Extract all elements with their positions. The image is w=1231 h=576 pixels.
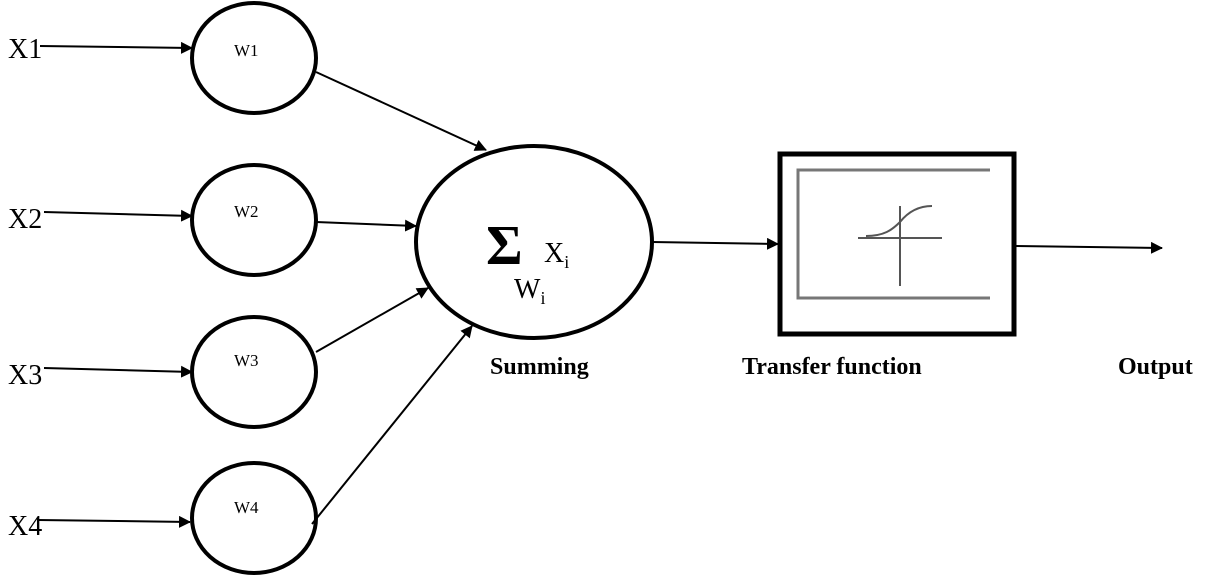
summing-x-term: Xi <box>544 238 569 272</box>
weight-node-w3 <box>190 315 318 429</box>
input-label-x4: X4 <box>8 511 42 542</box>
weight-arrow-w3 <box>315 287 429 353</box>
output-label: Output <box>1118 354 1193 380</box>
weight-arrow-w4 <box>311 325 473 525</box>
weight-label-w3: W3 <box>234 351 259 370</box>
summing-node <box>414 144 654 340</box>
weight-node-w2 <box>190 163 318 277</box>
input-label-x2: X2 <box>8 204 42 235</box>
transfer-function-graph-icon <box>858 205 942 286</box>
sigma-symbol: Σ <box>486 215 523 277</box>
input-label-x3: X3 <box>8 360 42 391</box>
summing-w-term: Wi <box>514 274 545 308</box>
transfer-function-box <box>777 151 1017 337</box>
output-arrow <box>1013 241 1163 254</box>
weight-label-w2: W2 <box>234 202 259 221</box>
weight-node-w4 <box>190 461 318 575</box>
weight-label-w4: W4 <box>234 498 259 517</box>
weight-node-w1 <box>190 1 318 115</box>
input-arrow-x1 <box>39 41 193 54</box>
input-arrow-x2 <box>43 209 193 222</box>
transfer-function-label: Transfer function <box>742 354 922 380</box>
summing-label: Summing <box>490 354 589 380</box>
summing-to-transfer-arrow <box>651 237 779 250</box>
input-arrow-x4 <box>37 515 191 528</box>
input-arrow-x3 <box>43 365 193 378</box>
transfer-inner-frame <box>796 168 990 300</box>
weight-arrow-w2 <box>315 219 417 232</box>
input-label-x1: X1 <box>8 34 42 65</box>
weight-arrow-w1 <box>315 71 487 151</box>
weight-label-w1: W1 <box>234 41 259 60</box>
